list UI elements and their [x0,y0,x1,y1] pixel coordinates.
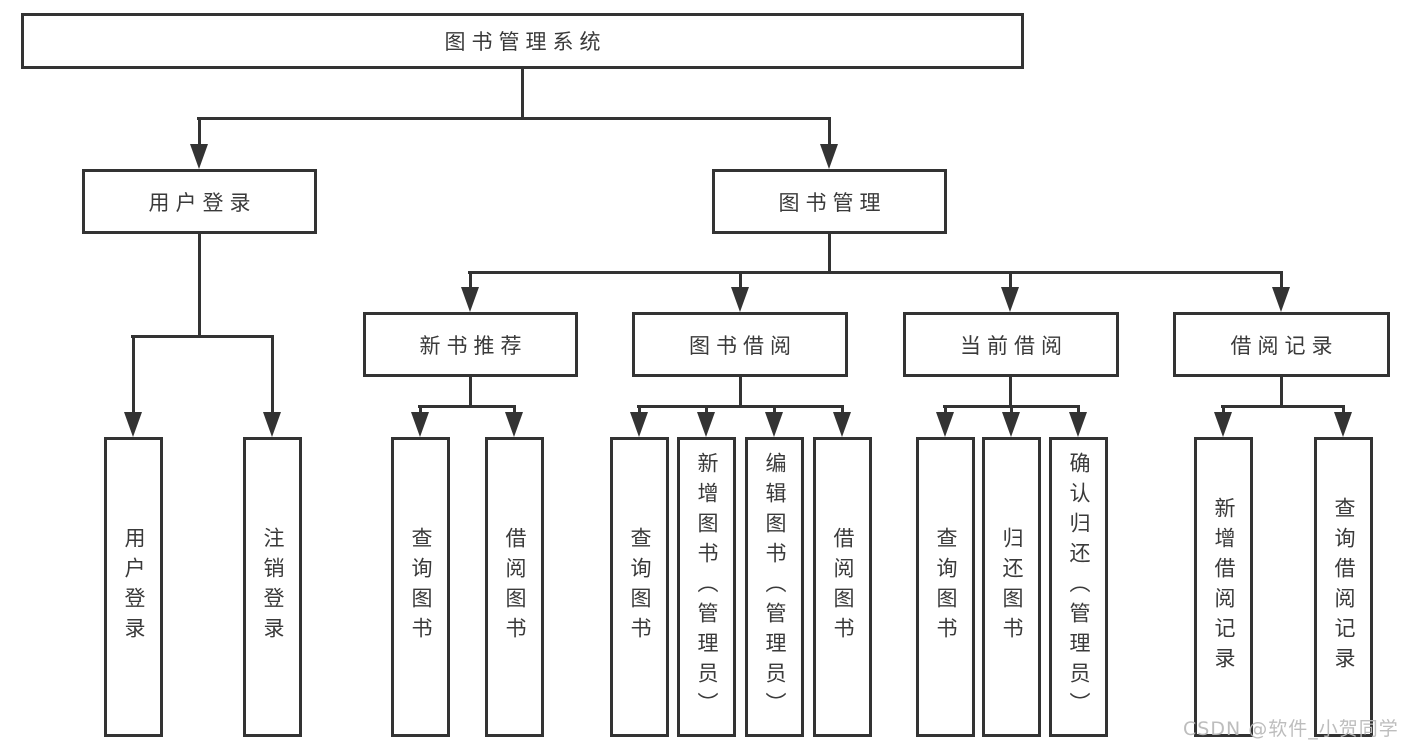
arrow-down-icon [1002,412,1020,437]
connector-line [705,405,708,417]
arrow-down-icon [505,412,523,437]
node-label: 图书管理 [778,190,887,215]
leaf-cb-return-books: 归还图书 [982,437,1041,737]
connector-line [1221,405,1345,408]
connector-line [1077,405,1080,417]
node-label: 图书管理系统 [444,30,607,54]
node-label: 用户登录 [148,190,257,215]
node-label: 编辑图书（管理员） [763,452,787,722]
leaf-br-query-record: 查询借阅记录 [1314,437,1373,737]
connector-line [828,118,831,150]
connector-line [521,68,524,120]
node-label: 用户登录 [122,527,146,647]
arrow-down-icon [936,412,954,437]
connector-line [271,336,274,416]
leaf-br-add-record: 新增借阅记录 [1194,437,1253,737]
node-book-management-system: 图书管理系统 [21,13,1024,69]
connector-line [198,233,201,338]
node-borrow-records: 借阅记录 [1173,312,1390,377]
leaf-nb-query-books: 查询图书 [391,437,450,737]
connector-line [418,405,516,408]
arrow-down-icon [731,287,749,312]
connector-line [1280,377,1283,408]
arrow-down-icon [765,412,783,437]
connector-line [469,377,472,408]
leaf-bb-edit-books-admin: 编辑图书（管理员） [745,437,804,737]
connector-line [1222,405,1225,417]
arrow-down-icon [411,412,429,437]
connector-line [1009,271,1012,293]
node-label: 新增图书（管理员） [695,452,719,722]
connector-line [1280,271,1283,293]
leaf-bb-borrow-books: 借阅图书 [813,437,872,737]
connector-line [1009,377,1012,408]
node-label: 新书推荐 [419,333,528,358]
node-label: 借阅记录 [1230,333,1339,358]
connector-line [638,405,641,417]
leaf-bb-query-books: 查询图书 [610,437,669,737]
leaf-nb-borrow-books: 借阅图书 [485,437,544,737]
connector-line [131,335,274,338]
arrow-down-icon [190,144,208,169]
arrow-down-icon [1334,412,1352,437]
node-label: 图书借阅 [689,333,797,358]
arrow-down-icon [1214,412,1232,437]
arrow-down-icon [697,412,715,437]
arrow-down-icon [630,412,648,437]
connector-line [773,405,776,417]
node-label: 新增借阅记录 [1212,497,1236,677]
node-label: 归还图书 [1000,527,1024,647]
connector-line [419,405,422,417]
connector-line [739,377,742,408]
connector-line [944,405,947,417]
leaf-bb-add-books-admin: 新增图书（管理员） [677,437,736,737]
node-user-login: 用户登录 [82,169,317,234]
arrow-down-icon [124,412,142,437]
node-book-borrow: 图书借阅 [632,312,848,377]
node-label: 查询借阅记录 [1332,497,1356,677]
arrow-down-icon [1001,287,1019,312]
connector-line [841,405,844,417]
arrow-down-icon [263,412,281,437]
node-label: 借阅图书 [503,527,527,647]
connector-line [828,233,831,274]
arrow-down-icon [461,287,479,312]
node-current-borrow: 当前借阅 [903,312,1119,377]
leaf-user-login: 用户登录 [104,437,163,737]
arrow-down-icon [833,412,851,437]
arrow-down-icon [1272,287,1290,312]
connector-line [198,118,201,150]
node-label: 查询图书 [409,527,433,647]
node-label: 查询图书 [934,527,958,647]
connector-line [469,271,472,293]
connector-line [739,271,742,293]
connector-line [513,405,516,417]
leaf-cb-confirm-return-admin: 确认归还（管理员） [1049,437,1108,737]
node-label: 查询图书 [628,527,652,647]
arrow-down-icon [820,144,838,169]
leaf-logout: 注销登录 [243,437,302,737]
node-label: 注销登录 [261,527,285,647]
arrow-down-icon [1069,412,1087,437]
connector-line [468,271,1283,274]
node-label: 借阅图书 [831,527,855,647]
node-label: 当前借阅 [960,333,1068,358]
leaf-cb-query-books: 查询图书 [916,437,975,737]
connector-line [637,405,844,408]
node-book-management: 图书管理 [712,169,947,234]
watermark: CSDN @软件_小贺同学 [1183,718,1399,740]
node-new-book-recommend: 新书推荐 [363,312,578,377]
connector-line [132,336,135,416]
node-label: 确认归还（管理员） [1067,452,1091,722]
connector-line [1010,405,1013,417]
connector-line [1342,405,1345,417]
connector-line [197,117,831,120]
